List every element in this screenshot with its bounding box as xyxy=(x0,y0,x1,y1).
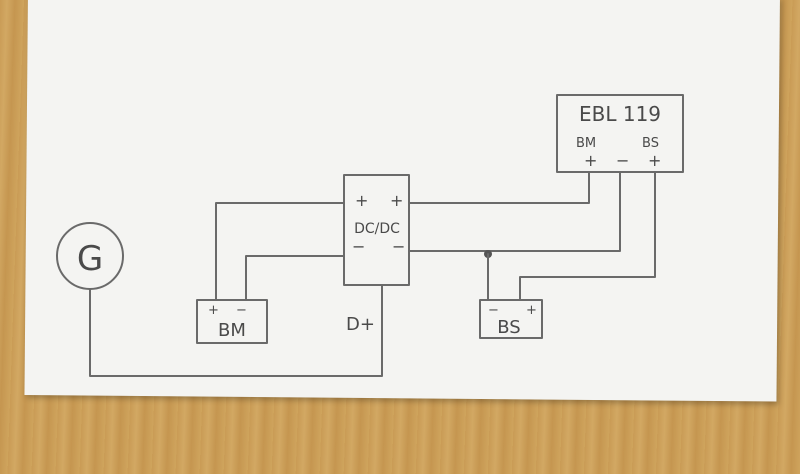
d-plus-label: D+ xyxy=(346,314,375,335)
dcdc-minus-right: − xyxy=(392,237,405,256)
ebl-title: EBL 119 xyxy=(579,102,661,126)
battery-bm-plus: + xyxy=(208,303,219,318)
battery-bm-label: BM xyxy=(218,320,246,341)
ebl-bs-plus: + xyxy=(648,151,661,170)
battery-bs-box xyxy=(479,299,543,339)
wire-dcdc-minus-to-ebl-minus xyxy=(408,171,621,252)
dcdc-label: DC/DC xyxy=(354,221,400,237)
ebl-bs-label: BS xyxy=(642,136,659,151)
ebl-bm-plus: + xyxy=(584,151,597,170)
battery-bm-box xyxy=(196,299,268,344)
battery-bs-plus: + xyxy=(526,303,537,318)
dcdc-minus-left: − xyxy=(352,237,365,256)
generator-symbol: G xyxy=(77,239,103,279)
dcdc-plus-left: + xyxy=(355,191,368,210)
wire-dcdc-plus-to-ebl-bm xyxy=(408,171,590,204)
battery-bs-minus: − xyxy=(488,303,499,318)
battery-bs-label: BS xyxy=(497,317,520,338)
dcdc-box xyxy=(343,174,410,286)
wire-bm-plus-to-dcdc xyxy=(215,202,345,301)
ebl-minus: − xyxy=(616,151,629,170)
wire-bm-minus-to-dcdc xyxy=(245,255,345,301)
wire-d-plus-to-generator xyxy=(89,284,383,377)
dcdc-plus-right: + xyxy=(390,191,403,210)
battery-bm-minus: − xyxy=(236,303,247,318)
ebl-bm-label: BM xyxy=(576,136,596,151)
wire-ebl-bs-plus-to-bs xyxy=(519,171,656,301)
